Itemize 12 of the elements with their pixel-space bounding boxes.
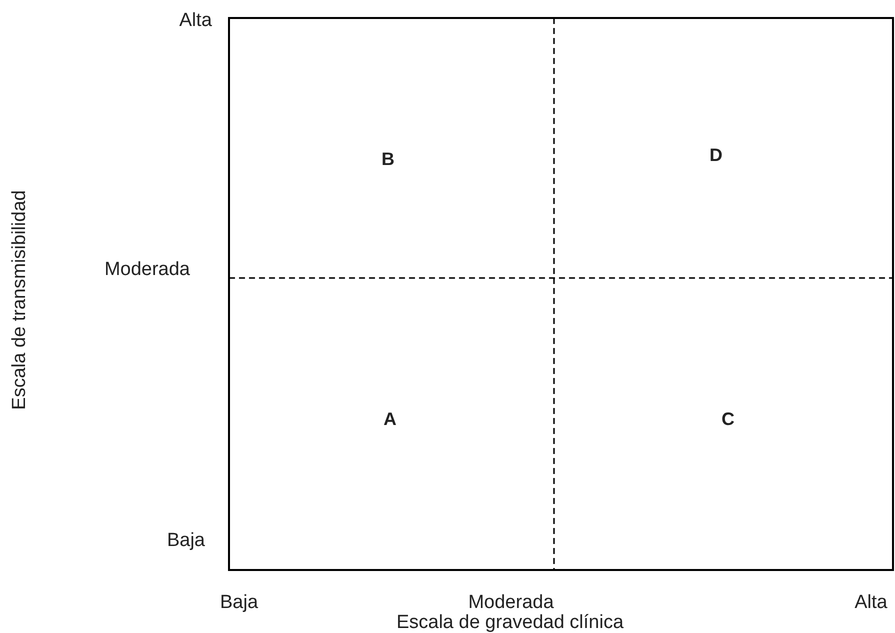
axis-tick-label: Moderada xyxy=(104,259,190,281)
axis-title: Escala de gravedad clínica xyxy=(396,612,624,633)
axis-tick-label: Baja xyxy=(166,530,205,552)
quadrant-label: B xyxy=(378,149,398,170)
axis-tick-label: Baja xyxy=(220,592,258,614)
quadrant-label: D xyxy=(706,145,726,166)
quadrant-label: C xyxy=(718,409,738,430)
quadrant-label: A xyxy=(380,409,400,430)
axis-tick-label: Alta xyxy=(854,592,888,614)
axis-tick-label: Moderada xyxy=(468,592,554,614)
axis-tick-label: Alta xyxy=(179,10,212,32)
axis-title: Escala de transmisibilidad xyxy=(9,190,31,410)
